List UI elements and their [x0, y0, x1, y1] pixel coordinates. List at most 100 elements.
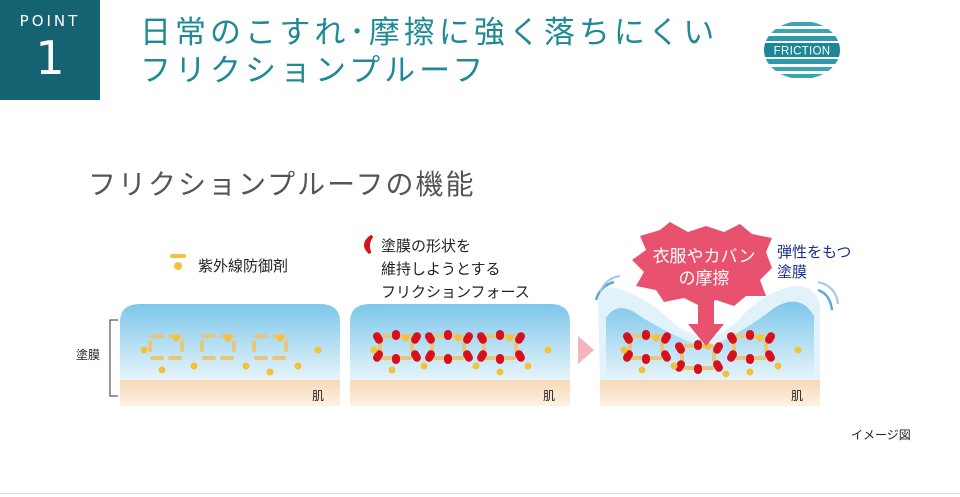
coating-particle	[477, 350, 487, 362]
uv-agent-icon	[170, 254, 186, 270]
uv-particle	[638, 366, 646, 374]
section-title: フリクションプルーフの機能	[88, 168, 476, 201]
coating-particle	[411, 332, 421, 344]
coating-particle	[450, 356, 464, 360]
uv-particle	[506, 334, 514, 342]
legend-friction-line-2: 維持しようとする	[381, 260, 501, 278]
coating-particle	[463, 332, 473, 344]
coating-particle	[284, 340, 288, 352]
coating-particle	[373, 332, 383, 344]
headline-line-1: 日常のこすれ･摩擦に強く落ちにくい	[140, 15, 719, 51]
coating-particle	[682, 344, 696, 348]
headline-line-2: フリクションプルーフ	[140, 53, 488, 89]
uv-particle	[140, 346, 148, 354]
coating-particle	[477, 332, 487, 344]
bottom-divider	[0, 493, 960, 494]
friction-callout-burst	[632, 222, 772, 306]
coating-particle	[496, 330, 504, 340]
coating-particle	[254, 334, 268, 338]
coating-particle	[661, 350, 671, 362]
coating-particle	[746, 354, 754, 364]
uv-particle	[454, 334, 462, 342]
uv-particle	[544, 346, 552, 354]
label-skin-1: 肌	[312, 389, 325, 403]
uv-particle	[794, 346, 802, 354]
coating-particle	[734, 334, 748, 338]
coating-particle	[392, 330, 400, 340]
uv-particle	[190, 362, 198, 370]
coating-particle	[713, 360, 723, 372]
coating-particle	[648, 356, 662, 360]
coating-particle	[411, 350, 421, 362]
uv-particle	[774, 362, 782, 370]
coating-particle	[232, 340, 236, 352]
point-number: 1	[35, 31, 65, 85]
uv-particle	[172, 334, 180, 342]
logo-text: FRICTION	[774, 46, 831, 58]
transition-arrow	[578, 336, 594, 364]
coating-particle	[630, 356, 644, 360]
label-coating: 塗膜	[76, 348, 101, 362]
coating-particle	[202, 356, 216, 360]
uv-particle	[756, 334, 764, 342]
uv-particle	[242, 362, 250, 370]
image-note: イメージ図	[851, 428, 911, 442]
coating-particle	[675, 342, 685, 354]
friction-logo: FRICTION	[764, 21, 840, 79]
uv-particle	[370, 346, 378, 354]
coating-particle	[380, 334, 394, 338]
coating-particle	[425, 332, 435, 344]
uv-particle	[266, 368, 274, 376]
callout-line-1: 衣服やカバン	[652, 247, 756, 267]
coating-particle	[765, 350, 775, 362]
uv-particle	[276, 334, 284, 342]
callout-line-2: の摩擦	[678, 269, 730, 289]
uv-particle	[722, 370, 730, 378]
coating-particle	[765, 332, 775, 344]
friction-arrow-head	[688, 324, 724, 346]
coating-particle	[694, 364, 702, 374]
coating-particle	[254, 356, 268, 360]
coating-particle	[150, 356, 164, 360]
coating-particle	[463, 350, 473, 362]
coating-particle	[661, 332, 671, 344]
elastic-line-2: 塗膜	[777, 263, 808, 281]
coating-particle	[272, 356, 286, 360]
coating-particle	[727, 350, 737, 362]
uv-particle	[420, 362, 428, 370]
friction-arrow-shaft	[698, 298, 714, 324]
coating-particle	[642, 330, 650, 340]
coating-particle	[444, 330, 452, 340]
coating-bracket	[109, 319, 118, 397]
legend-friction-line-3: フリクションフォース	[381, 283, 530, 301]
elastic-line-1: 弾性をもつ	[777, 243, 852, 261]
elastic-coating-label: 弾性をもつ 塗膜	[777, 242, 851, 282]
coating-particle	[713, 342, 723, 354]
coating-particle	[746, 330, 754, 340]
panel-friction-force	[350, 304, 570, 406]
coating-particle	[734, 356, 748, 360]
coating-particle	[515, 332, 525, 344]
coating-particle	[642, 354, 650, 364]
uv-particle	[158, 366, 166, 374]
coating-particle	[727, 332, 737, 344]
coating-particle	[484, 334, 498, 338]
coating-particle	[752, 356, 766, 360]
coating-particle	[496, 354, 504, 364]
uv-particle	[314, 346, 322, 354]
coating-particle	[700, 366, 714, 370]
uv-particle	[746, 368, 754, 376]
coating-particle	[630, 334, 644, 338]
panel-elastic-coating	[594, 275, 839, 406]
coating-particle	[150, 334, 164, 338]
uv-particle	[652, 334, 660, 342]
callout-text: 衣服やカバン の摩擦	[648, 246, 760, 290]
legend-friction-line-1: 塗膜の形状を	[381, 237, 472, 255]
coating-particle	[168, 356, 182, 360]
point-label: POINT	[19, 12, 81, 30]
coating-particle	[432, 356, 446, 360]
uv-particle	[670, 362, 678, 370]
coating-particle	[252, 340, 256, 352]
headline: 日常のこすれ･摩擦に強く落ちにくい フリクションプルーフ	[140, 14, 718, 90]
